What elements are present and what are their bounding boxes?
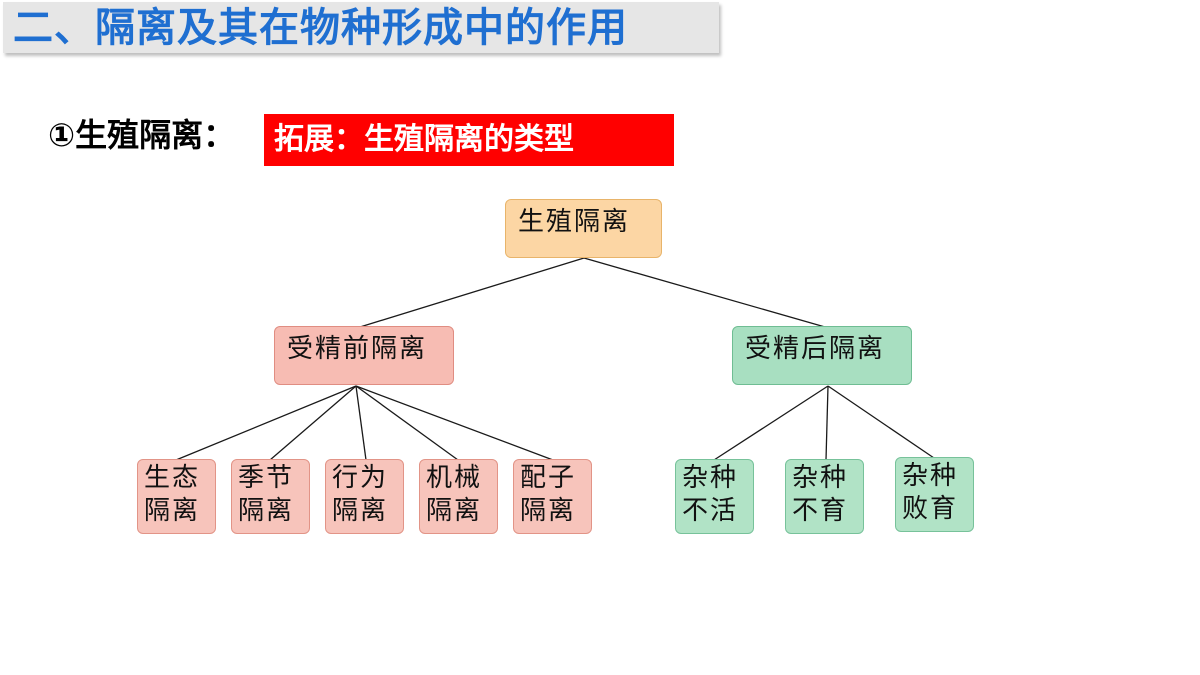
- node-root-label: 生殖隔离: [518, 207, 631, 237]
- node-gametic-isolation: 配子 隔离: [513, 459, 592, 534]
- edge-pre-leaf-2: [269, 385, 357, 461]
- title-bar: 二、隔离及其在物种形成中的作用: [3, 2, 719, 53]
- slide-title: 二、隔离及其在物种形成中的作用: [13, 4, 628, 51]
- node-pre-label: 受精前隔离: [287, 334, 428, 364]
- section-label: ①生殖隔离：: [48, 116, 236, 154]
- edge-pre-leaf-1: [175, 385, 357, 461]
- node-hybrid-breakdown: 杂种 败育: [895, 457, 974, 532]
- edge-root-pre: [359, 257, 585, 328]
- edge-root-post: [583, 257, 826, 328]
- node-hybrid-inviability: 杂种 不活: [675, 459, 754, 534]
- extension-banner: 拓展：生殖隔离的类型: [264, 114, 674, 166]
- edge-pre-leaf-3: [355, 385, 367, 461]
- node-behavioral-isolation: 行为 隔离: [325, 459, 404, 534]
- node-ecological-isolation: 生态 隔离: [137, 459, 216, 534]
- node-post-label: 受精后隔离: [745, 334, 886, 364]
- node-hybrid-sterility: 杂种 不育: [785, 459, 864, 534]
- node-prezygotic-isolation: 受精前隔离: [274, 326, 454, 385]
- node-mechanical-isolation: 机械 隔离: [419, 459, 498, 534]
- node-reproductive-isolation: 生殖隔离: [505, 199, 662, 258]
- extension-banner-text: 拓展：生殖隔离的类型: [274, 122, 574, 157]
- node-seasonal-isolation: 季节 隔离: [231, 459, 310, 534]
- node-postzygotic-isolation: 受精后隔离: [732, 326, 912, 385]
- edge-post-leaf-2: [825, 385, 829, 461]
- edge-pre-leaf-4: [355, 385, 459, 461]
- edge-post-leaf-3: [827, 385, 935, 459]
- edge-pre-leaf-5: [355, 385, 554, 461]
- edge-post-leaf-1: [713, 385, 829, 461]
